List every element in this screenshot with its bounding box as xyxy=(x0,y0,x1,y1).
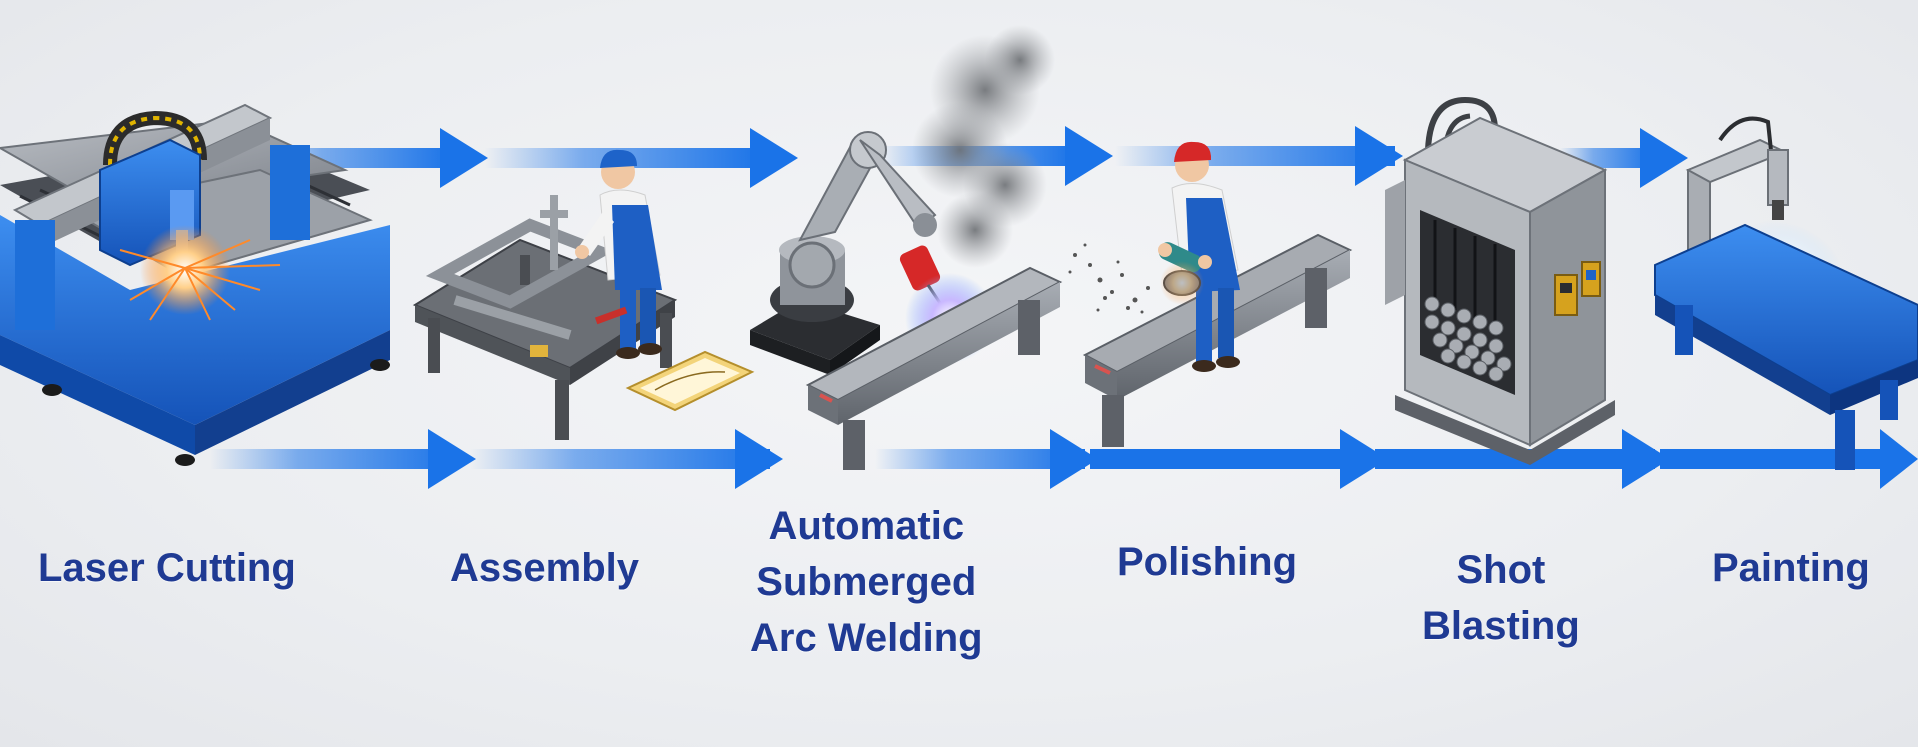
assembly-station-icon xyxy=(412,149,755,440)
arrow-icon xyxy=(1115,126,1403,186)
step-label-line: Shot xyxy=(1456,548,1546,592)
step-label-painting: Painting xyxy=(1712,540,1870,596)
bottom-arrow-row xyxy=(210,429,1918,489)
step-label-line: Submerged xyxy=(756,560,977,604)
step-label-line: Laser Cutting xyxy=(38,546,296,590)
step-label-polishing: Polishing xyxy=(1117,534,1297,590)
step-label-line: Blasting xyxy=(1422,604,1580,648)
polishing-station-icon xyxy=(1068,141,1353,447)
step-label-laser-cutting: Laser Cutting xyxy=(38,540,296,596)
step-label-line: Assembly xyxy=(450,546,639,590)
step-label-assembly: Assembly xyxy=(450,540,639,596)
arrow-icon xyxy=(875,429,1098,489)
welding-robot-icon xyxy=(750,25,1063,470)
step-label-line: Polishing xyxy=(1117,540,1297,584)
step-label-line: Automatic xyxy=(768,504,965,548)
step-label-welding: Automatic Submerged Arc Welding xyxy=(750,498,983,666)
step-label-line: Arc Welding xyxy=(750,616,983,660)
painting-station-icon xyxy=(1654,116,1918,470)
shot-blasting-cabinet-icon xyxy=(1385,96,1615,465)
arrow-icon xyxy=(1090,429,1388,489)
step-label-line: Painting xyxy=(1712,546,1870,590)
laser-cutting-machine-icon xyxy=(0,103,390,466)
arrow-icon xyxy=(1660,429,1918,489)
arrow-icon xyxy=(1375,429,1670,489)
arrow-icon xyxy=(485,128,798,188)
arrow-icon xyxy=(210,429,476,489)
step-label-shot-blasting: Shot Blasting xyxy=(1422,542,1580,654)
arrow-icon xyxy=(470,429,783,489)
